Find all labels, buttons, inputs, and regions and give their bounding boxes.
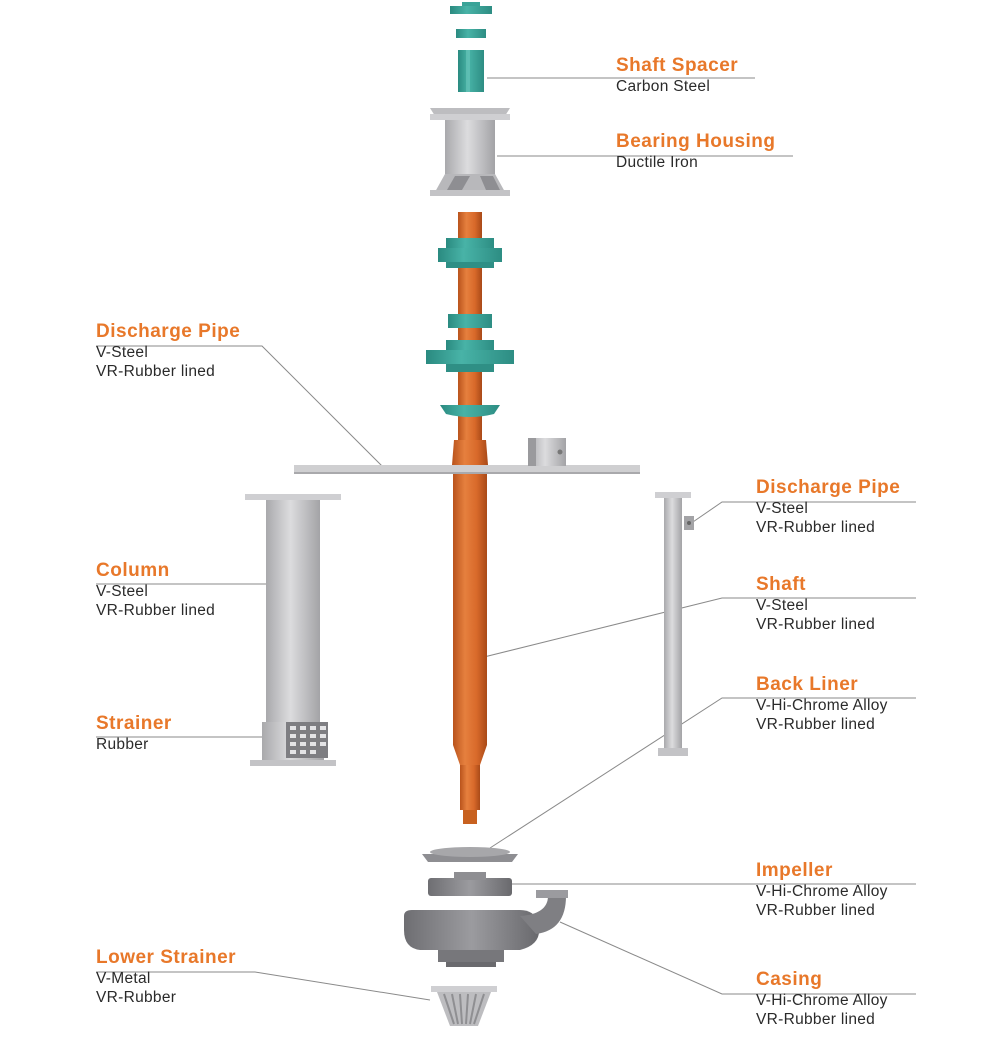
small-spacer-icon xyxy=(456,29,486,38)
top-cap-icon xyxy=(450,6,492,14)
leader-back-liner xyxy=(489,697,916,849)
component-name: Back Liner xyxy=(756,674,859,695)
label-discharge-pipe-left: Discharge Pipe V-Steel VR-Rubber lined xyxy=(96,321,240,381)
component-name: Lower Strainer xyxy=(96,947,237,968)
label-discharge-pipe-right: Discharge Pipe V-Steel VR-Rubber lined xyxy=(756,477,900,537)
leader-lower-strainer xyxy=(96,971,431,1001)
component-material: V-Hi-Chrome Alloy xyxy=(756,883,888,900)
component-material: VR-Rubber lined xyxy=(756,616,876,633)
component-material: V-Hi-Chrome Alloy xyxy=(756,992,888,1009)
back-liner-part xyxy=(422,847,518,862)
component-material: Carbon Steel xyxy=(616,78,711,95)
component-name: Shaft xyxy=(756,574,806,595)
component-name: Column xyxy=(96,560,170,581)
mounting-plate-part xyxy=(294,438,640,474)
component-name: Shaft Spacer xyxy=(616,55,739,76)
label-strainer: Strainer Rubber xyxy=(96,713,172,754)
component-material: V-Steel xyxy=(756,500,809,517)
label-bearing-housing: Bearing Housing Ductile Iron xyxy=(616,131,776,172)
casing-part xyxy=(404,890,568,967)
component-material: VR-Rubber lined xyxy=(756,902,876,919)
leader-lines xyxy=(96,77,916,1001)
label-shaft-spacer: Shaft Spacer Carbon Steel xyxy=(616,55,738,96)
component-name: Strainer xyxy=(96,713,172,734)
component-material: VR-Rubber lined xyxy=(756,519,876,536)
label-lower-strainer: Lower Strainer V-Metal VR-Rubber xyxy=(96,947,236,1007)
leader-discharge-pipe-left xyxy=(96,345,383,467)
leader-casing xyxy=(559,921,916,995)
impeller-part xyxy=(428,872,512,896)
component-name: Discharge Pipe xyxy=(96,321,241,342)
component-name: Discharge Pipe xyxy=(756,477,901,498)
lower-strainer-part xyxy=(431,986,497,1026)
component-material: VR-Rubber lined xyxy=(756,716,876,733)
component-material: VR-Rubber xyxy=(96,989,177,1006)
component-material: V-Steel xyxy=(756,597,809,614)
component-name: Bearing Housing xyxy=(616,131,776,152)
discharge-pipe-part xyxy=(655,492,694,756)
bearing-housing-part xyxy=(430,108,510,196)
component-material: V-Metal xyxy=(96,970,151,987)
shaft-part xyxy=(452,212,488,824)
strainer-part xyxy=(286,722,328,758)
shaft-spacer-part xyxy=(458,50,484,92)
label-casing: Casing V-Hi-Chrome Alloy VR-Rubber lined xyxy=(756,969,888,1029)
component-name: Casing xyxy=(756,969,823,990)
label-impeller: Impeller V-Hi-Chrome Alloy VR-Rubber lin… xyxy=(756,860,888,920)
leader-shaft xyxy=(483,597,916,658)
component-material: VR-Rubber lined xyxy=(756,1011,876,1028)
component-material: V-Hi-Chrome Alloy xyxy=(756,697,888,714)
leader-discharge-pipe-right xyxy=(689,501,916,525)
component-name: Impeller xyxy=(756,860,833,881)
component-material: Ductile Iron xyxy=(616,154,698,171)
component-material: V-Steel xyxy=(96,344,149,361)
component-material: Rubber xyxy=(96,736,149,753)
component-material: VR-Rubber lined xyxy=(96,602,216,619)
label-back-liner: Back Liner V-Hi-Chrome Alloy VR-Rubber l… xyxy=(756,674,888,734)
label-column: Column V-Steel VR-Rubber lined xyxy=(96,560,215,620)
component-material: V-Steel xyxy=(96,583,149,600)
component-material: VR-Rubber lined xyxy=(96,363,216,380)
label-shaft: Shaft V-Steel VR-Rubber lined xyxy=(756,574,875,634)
shaft-seals xyxy=(426,238,514,417)
top-couplings xyxy=(450,2,492,38)
